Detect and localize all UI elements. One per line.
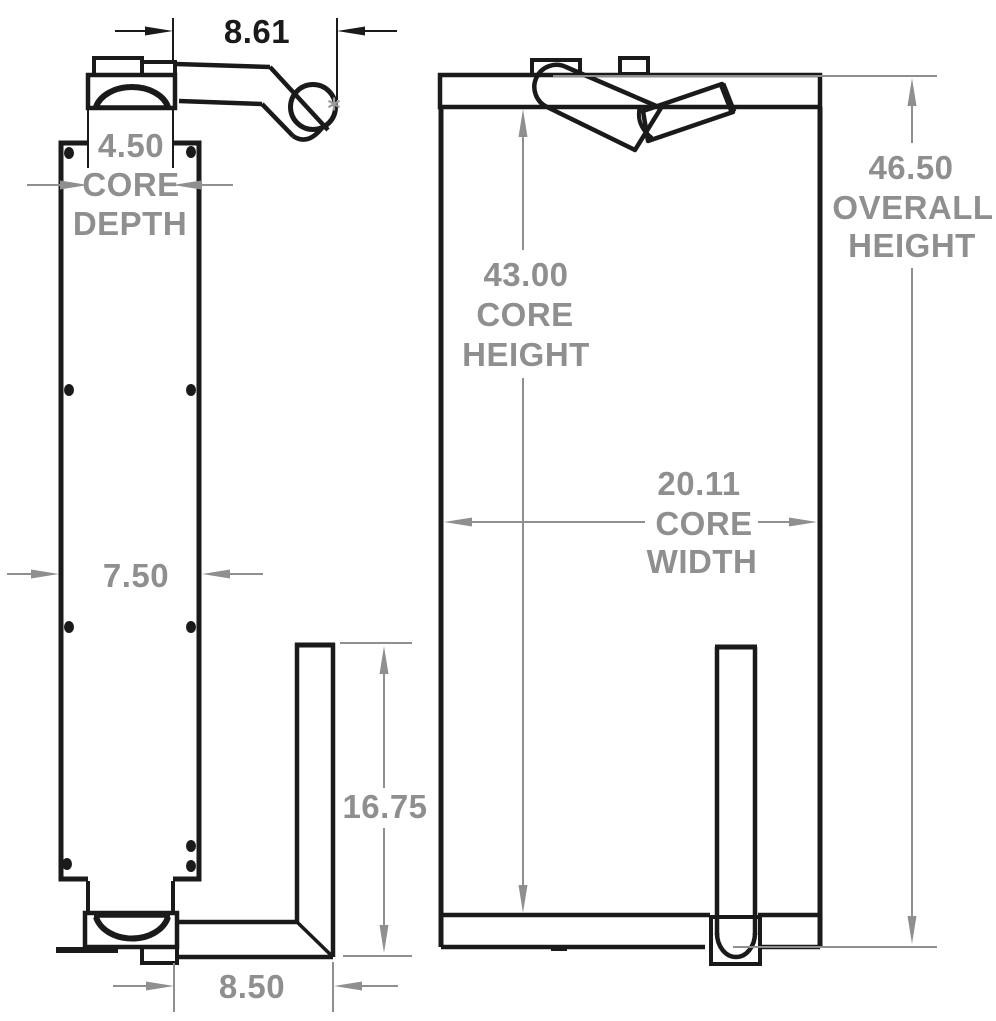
pipe-boss: [709, 915, 762, 966]
side-view-bottom-pipe: [178, 642, 336, 960]
pipe-u-bottom: [714, 932, 758, 960]
front-view-top-tab-b: [618, 56, 650, 76]
dim-core-height-label-1: CORE: [476, 296, 573, 333]
dim-core-depth-label-2: DEPTH: [73, 205, 187, 242]
dimension-core-width: 20.11 CORE WIDTH: [444, 465, 817, 580]
dimension-core-depth: 4.50 CORE DEPTH: [27, 127, 233, 242]
dim-pipe-drop-value: 16.75: [342, 788, 427, 825]
dim-core-depth-value: 4.50: [98, 127, 164, 164]
dimension-overall-height: 46.50 OVERALL HEIGHT: [553, 75, 993, 948]
side-view-top-tab-a: [92, 56, 144, 77]
dimension-fitting-extension: 8.61: [115, 13, 397, 100]
fitting-joint-seam: [636, 105, 654, 140]
dimension-pipe-run: 8.50: [113, 962, 398, 1012]
fitting-segment-1: [532, 62, 664, 153]
fitting-tube-top-edge: [175, 61, 271, 70]
side-view-mounting-foot: [56, 947, 118, 953]
dimension-overall-depth: 7.50: [7, 557, 263, 594]
dim-overall-depth-value: 7.50: [103, 557, 169, 594]
dim-overall-height-value: 46.50: [868, 149, 953, 186]
side-view-body-left-outline: [58, 140, 88, 882]
side-view: 8.61 4.50 CORE DEPTH 7.50: [7, 13, 427, 1012]
fitting-elbow-lower-edge: [260, 102, 295, 138]
dimension-pipe-drop: 16.75: [340, 642, 427, 957]
side-view-bottom-fitting-boss: [140, 945, 179, 965]
dim-pipe-run-value: 8.50: [219, 968, 285, 1005]
side-view-body-right-outline: [173, 140, 202, 882]
side-view-top-neck-lines: [87, 110, 174, 168]
dim-fitting-extension-value: 8.61: [224, 13, 290, 50]
side-view-top-fitting: [175, 61, 341, 142]
dim-core-depth-label-1: CORE: [82, 166, 179, 203]
front-view-top-tank: [437, 72, 823, 110]
fitting-end-cap: [718, 82, 737, 114]
front-view-bottom-pipe: [709, 644, 762, 966]
dim-core-width-label-1: CORE: [655, 505, 752, 542]
dim-core-width-label-2: WIDTH: [647, 543, 758, 580]
side-view-top-tank-dome: [93, 84, 171, 109]
dim-core-height-value: 43.00: [483, 256, 568, 293]
front-view-top-fitting: [532, 62, 737, 153]
dim-overall-height-label-1: OVERALL: [832, 189, 993, 226]
front-view-drain-plug-mark: [551, 945, 567, 951]
side-view-bottom-tank-bowl: [93, 915, 171, 942]
fitting-end-flange-circle: [288, 82, 338, 132]
fitting-elbow-upper-edge: [268, 65, 330, 132]
reference-asterisk-marker: [327, 97, 341, 111]
dim-overall-height-label-2: HEIGHT: [848, 227, 976, 264]
dim-core-width-value: 20.11: [657, 465, 740, 502]
dim-core-height-label-2: HEIGHT: [462, 336, 590, 373]
side-view-bottom-tank: [82, 910, 180, 950]
front-view: 43.00 CORE HEIGHT 20.11 CORE WIDTH 46.50…: [437, 56, 993, 966]
side-view-bolt-holes: [62, 146, 196, 872]
dimension-core-height: 43.00 CORE HEIGHT: [462, 109, 590, 913]
side-view-bottom-neck-lines: [86, 881, 175, 913]
fitting-tube-bottom-edge: [178, 98, 263, 107]
pipe-miter-seam: [295, 920, 335, 959]
